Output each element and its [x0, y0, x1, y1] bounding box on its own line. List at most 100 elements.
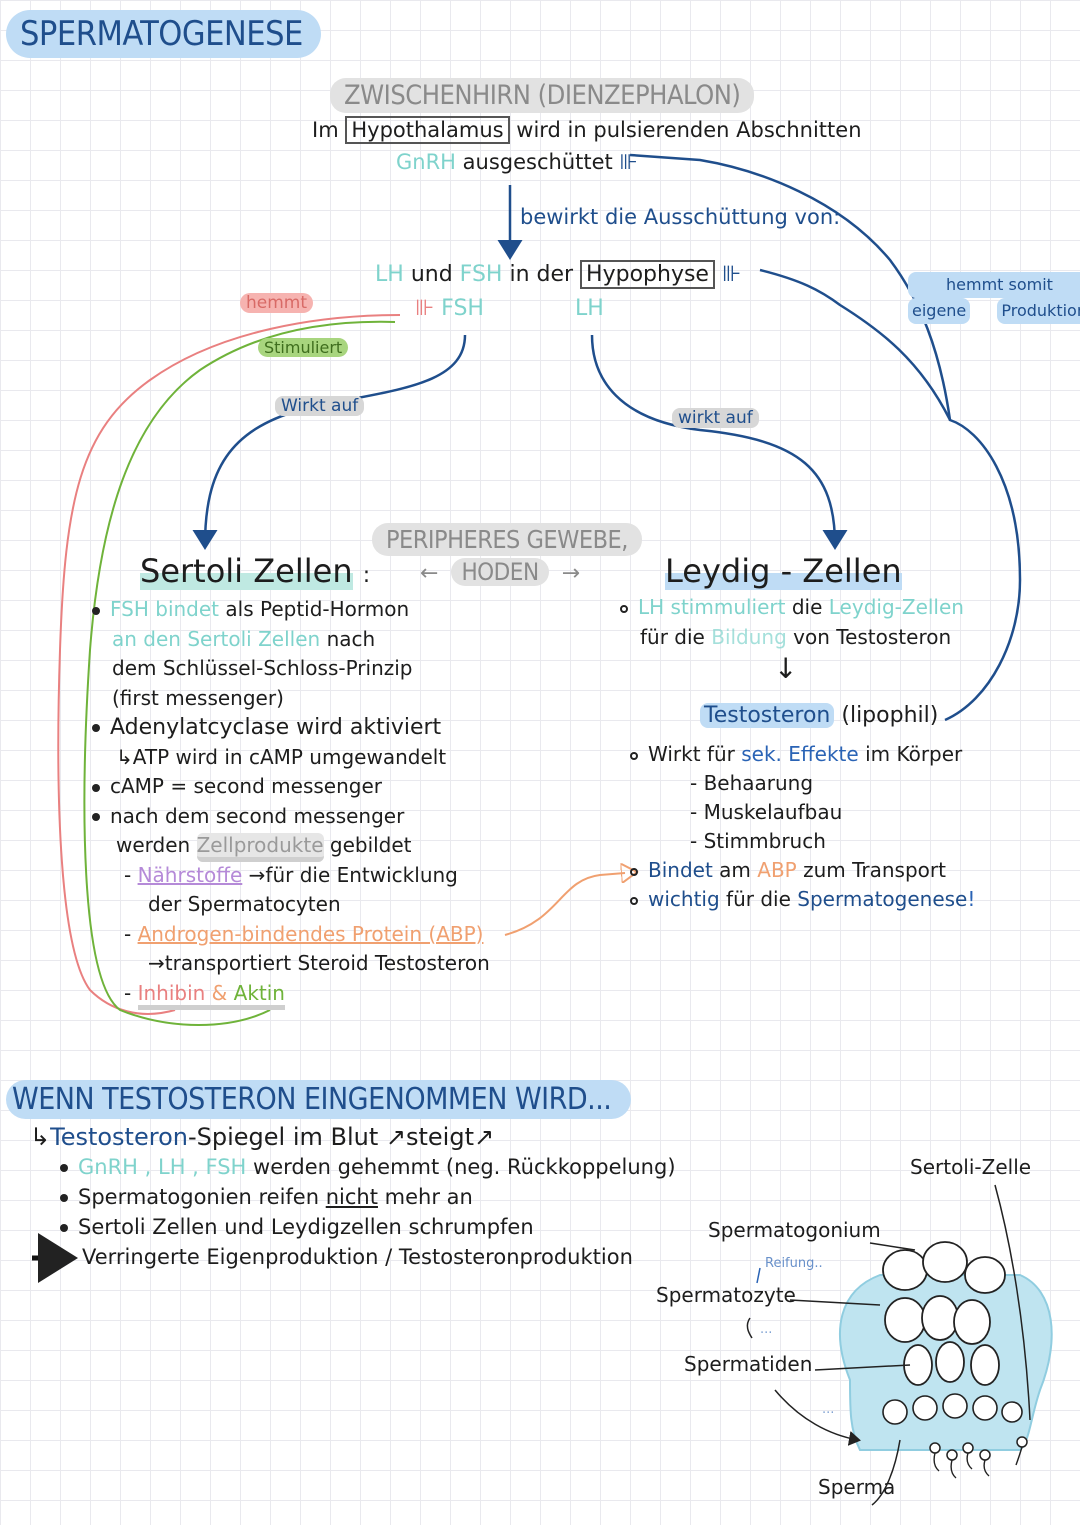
hemmt-somit-label: hemmt somit eigene Produktion — [908, 272, 1080, 324]
sertoli-title-text: Sertoli Zellen — [140, 552, 353, 590]
ampersand: & — [211, 980, 228, 1005]
mehr-an: mehr an — [384, 1185, 473, 1209]
sertoli-title: Sertoli Zellen : — [140, 552, 370, 590]
hemmt-label: hemmt — [240, 293, 314, 313]
sertoli-s2-l2: →transportiert Steroid Testosteron — [148, 951, 490, 975]
testosteron-line: Testosteron (lipophil) — [700, 703, 938, 728]
bullet — [60, 1224, 68, 1232]
arrow-fsh-to-sertoli — [192, 334, 467, 550]
bullet — [92, 783, 100, 792]
text-und: und — [410, 262, 453, 287]
gehemmt: werden gehemmt (neg. Rückkoppelung) — [253, 1155, 676, 1179]
peptid: als Peptid-Hormon — [225, 597, 410, 621]
bullet — [630, 896, 638, 905]
dash: - — [124, 921, 132, 946]
spermatogenese-ref: Spermatogenese — [797, 887, 968, 911]
nach: nach — [326, 626, 376, 651]
sertoli-illustration — [746, 1184, 1053, 1506]
bottom-b1: GnRH , LH , FSH werden gehemmt (neg. Rüc… — [30, 1152, 676, 1182]
bullet — [60, 1194, 68, 1202]
bullet — [60, 1164, 68, 1172]
label-dots: ... — [760, 1322, 773, 1337]
inhibit-mark-gnrh: ⊪ — [619, 150, 638, 174]
arrow-lh-to-leydig — [590, 334, 848, 550]
lipophil: (lipophil) — [841, 703, 939, 728]
adenylat: Adenylatcyclase wird aktiviert — [110, 715, 442, 740]
hormones: GnRH , LH , FSH — [78, 1155, 247, 1179]
fsh-sub: ⊪ FSH — [415, 296, 484, 321]
gnrh-line: GnRH ausgeschüttet ⊪ — [396, 150, 638, 174]
bullet — [630, 751, 638, 760]
effect-muskelaufbau: - Muskelaufbau — [690, 800, 843, 824]
wichtig: wichtig — [648, 887, 720, 911]
leydig-b4: wichtig für die Spermatogenese! — [630, 885, 975, 914]
bullet — [92, 606, 100, 615]
sertoli-b1-l3: dem Schlüssel-Schloss-Prinzip — [112, 656, 413, 680]
sertoli-b1-l1: FSH bindet als Peptid-Hormon — [92, 595, 490, 625]
label-dots2: ... — [822, 1402, 835, 1417]
bullet — [92, 813, 100, 821]
aktin-loop — [83, 320, 396, 1026]
zum-transport: zum Transport — [803, 858, 946, 882]
hypophyse-box: Hypophyse — [580, 260, 715, 289]
bottom-b2: Spermatogonien reifen nicht mehr an — [30, 1182, 676, 1212]
leydig-b1-l2: für die Bildung von Testosteron — [620, 622, 964, 652]
sertoli-s3: - Inhibin & Aktin — [92, 979, 490, 1010]
dash: - — [124, 980, 132, 1005]
zellprodukte: Zellprodukte — [196, 833, 324, 862]
wirkt-auf-left: Wirkt auf — [275, 396, 365, 416]
bullet — [92, 724, 100, 732]
bindet: Bindet — [648, 858, 713, 882]
camp: cAMP = second messenger — [110, 774, 382, 798]
sertoli-b3: cAMP = second messenger — [92, 772, 490, 802]
effect-behaarung: - Behaarung — [690, 771, 814, 795]
hoden-label: HODEN — [451, 558, 549, 586]
sertoli-b1-l2: an den Sertoli Zellen nach — [92, 625, 490, 655]
leydig-arrow: ↓ — [774, 652, 798, 685]
label-reifung: Reifung.. — [765, 1256, 823, 1271]
hemmt-somit-3: Produktion — [997, 298, 1080, 324]
hemmt-somit-2: eigene — [908, 298, 971, 324]
label-spermatozyte: Spermatozyte — [656, 1283, 796, 1307]
nicht: nicht — [325, 1185, 378, 1209]
peripheres-gewebe-label: PERIPHERES GEWEBE, — [372, 523, 642, 556]
abp-curve — [504, 873, 625, 936]
leydig-effects: Wirkt für sek. Effekte im Körper - Behaa… — [630, 740, 975, 914]
leydig-b2: Wirkt für sek. Effekte im Körper — [630, 740, 975, 769]
hoden-row: ← HODEN → — [420, 558, 580, 586]
an-sertoli: an den Sertoli Zellen — [112, 626, 321, 651]
leydig-b3: Bindet am ABP zum Transport — [630, 856, 975, 885]
fsh-sub-label: FSH — [441, 296, 484, 321]
fuer-entwicklung: →für die Entwicklung — [248, 862, 458, 887]
testosteron-word: Testosteron — [50, 1123, 188, 1151]
fuer: für — [706, 742, 735, 766]
aktin: Aktin — [233, 980, 285, 1005]
inhibin-aktin: Inhibin & Aktin — [137, 980, 285, 1010]
sertoli-list: FSH bindet als Peptid-Hormon an den Sert… — [92, 595, 490, 1010]
leydig-title: Leydig - Zellen — [665, 552, 902, 590]
inhibin-loop — [57, 314, 401, 1015]
testosteron-label: Testosteron — [700, 703, 835, 728]
sertoli-colon: : — [362, 563, 371, 588]
leydig-list: LH stimmuliert die Leydig-Zellen für die… — [620, 592, 964, 652]
effect-stimmbruch: - Stimmbruch — [690, 829, 826, 853]
sek-effekte: sek. Effekte — [741, 742, 859, 766]
lh-stimmuliert: LH stimmuliert — [638, 595, 786, 619]
sertoli-s1-l1: - Nährstoffe →für die Entwicklung — [92, 861, 490, 891]
sertoli-b2-l1: Adenylatcyclase wird aktiviert — [92, 713, 490, 743]
am: am — [719, 858, 751, 882]
inhibin: Inhibin — [137, 980, 206, 1005]
label-spermatogonium: Spermatogonium — [708, 1218, 881, 1242]
arrow-right: → — [561, 561, 581, 586]
leydig-b1-l1: LH stimmuliert die Leydig-Zellen — [620, 592, 964, 622]
naehrstoffe: Nährstoffe — [137, 862, 243, 887]
wirkt-auf-right: wirkt auf — [672, 408, 759, 428]
sertoli-s1-l2: der Spermatocyten — [148, 892, 341, 916]
sertoli-b4-l2: werden Zellprodukte gebildet — [92, 831, 490, 862]
bottom-list: ↳Testosteron-Spiegel im Blut ↗steigt↗ Gn… — [30, 1122, 676, 1272]
bullet — [620, 604, 628, 613]
hypothalamus-box: Hypothalamus — [345, 116, 510, 144]
bullet — [630, 867, 638, 876]
text-in-der: in der — [509, 262, 574, 287]
